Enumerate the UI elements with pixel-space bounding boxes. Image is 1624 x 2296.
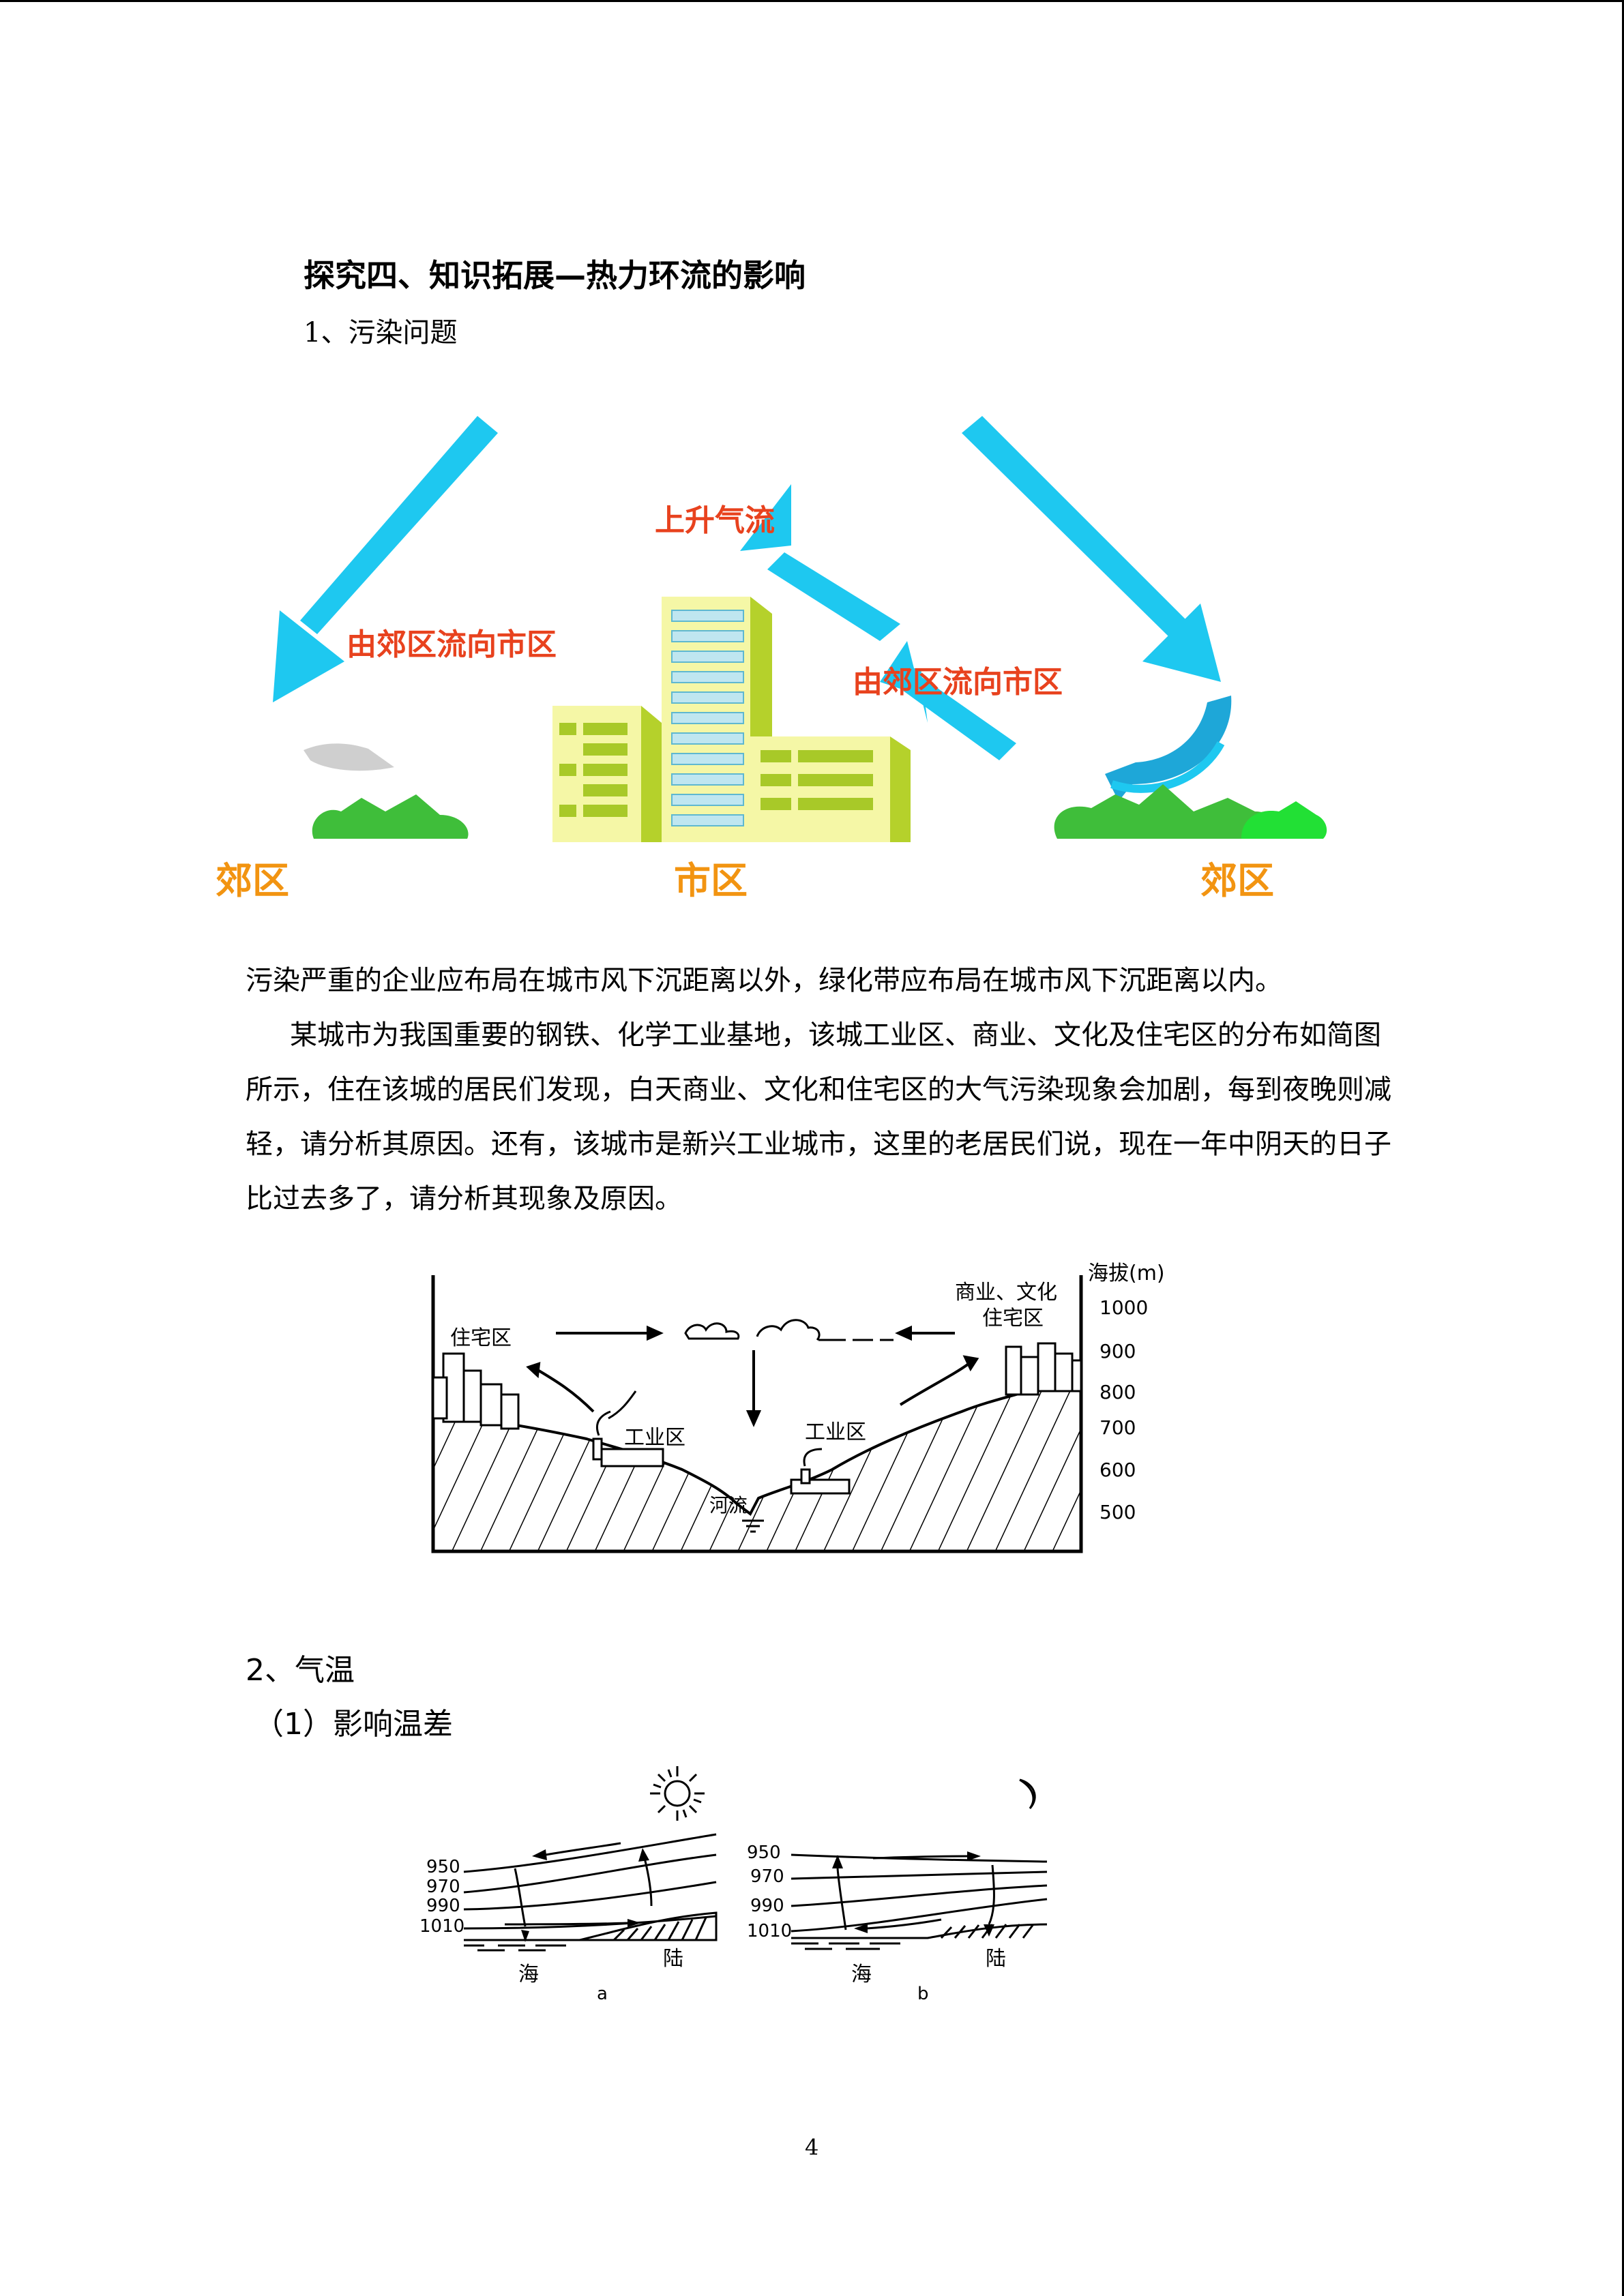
downdraft-arrow-left <box>273 416 498 702</box>
paragraph-pollution-layout: 污染严重的企业应布局在城市风下沉距离以外，绿化带应布局在城市风下沉距离以内。 <box>246 953 1391 1008</box>
label-commercial-line2: 住宅区 <box>982 1307 1044 1330</box>
sea-label-a: 海 <box>518 1963 539 1986</box>
river-mark <box>742 1519 764 1533</box>
altitude-axis-title: 海拔(m) <box>1088 1262 1165 1285</box>
altitude-tick: 900 <box>1099 1340 1136 1362</box>
section-title: 探究四、知识拓展—热力环流的影响 <box>304 257 806 294</box>
valley-cross-section-figure: 住宅区 商业、文化 住宅区 工业区 工业区 河流 海拔(m) 1000 900 … <box>431 1262 1165 1553</box>
label-industrial-right: 工业区 <box>805 1420 866 1444</box>
rising-air-label: 上升气流 <box>655 503 775 538</box>
factory-right <box>790 1448 851 1495</box>
land-label-a: 陆 <box>663 1947 683 1971</box>
terrain <box>432 1372 1082 1553</box>
residential-buildings-right <box>1005 1342 1082 1396</box>
panel-b: 950 970 990 1010 海 陆 b <box>747 1778 1048 2004</box>
altitude-tick: 1000 <box>1099 1296 1148 1319</box>
zone-label-suburb-right: 郊区 <box>1200 859 1274 902</box>
page-border-right <box>1622 0 1624 2296</box>
label-industrial-left: 工业区 <box>624 1426 685 1450</box>
flow-label-right: 由郊区流向市区 <box>853 665 1063 700</box>
label-commercial-line1: 商业、文化 <box>955 1281 1057 1304</box>
factory-left <box>592 1390 664 1467</box>
isobar-label: 990 <box>750 1896 784 1916</box>
zone-label-city: 市区 <box>674 859 748 902</box>
altitude-ticks: 1000 900 800 700 600 500 <box>1099 1296 1148 1523</box>
pollution-cloud <box>684 1319 894 1341</box>
isobar-label: 1010 <box>747 1921 792 1941</box>
subsection-title-pollution: 1、污染问题 <box>304 317 458 348</box>
subsection-title-temp-range: （1）影响温差 <box>254 1707 453 1742</box>
panel-a: 950 970 990 1010 海 陆 a <box>419 1766 718 2004</box>
isobar-label: 950 <box>747 1843 781 1863</box>
rising-air-arrow <box>740 484 900 641</box>
heat-island-figure: 上升气流 由郊区流向市区 由郊区流向市区 郊区 市区 郊区 <box>216 416 1327 902</box>
swirl-left <box>304 743 394 771</box>
sea-label-b: 海 <box>851 1963 872 1986</box>
city-buildings <box>552 597 911 842</box>
hill-right <box>1054 784 1278 839</box>
swirl-arrow-right <box>1105 696 1232 801</box>
paragraph-city-case: 某城市为我国重要的钢铁、化学工业基地，该城工业区、商业、文化及住宅区的分布如简图… <box>246 1008 1391 1226</box>
altitude-tick: 700 <box>1099 1416 1136 1439</box>
hill-left <box>312 794 469 839</box>
page-border-top <box>0 0 1624 2</box>
inflow-arrow-right <box>880 641 1016 760</box>
altitude-tick: 500 <box>1099 1501 1136 1523</box>
page-number: 4 <box>805 2134 819 2160</box>
downdraft-arrow-right <box>962 416 1221 682</box>
altitude-tick: 800 <box>1099 1381 1136 1403</box>
paragraph-1: 污染严重的企业应布局在城市风下沉距离以外，绿化带应布局在城市风下沉距离以内。 <box>246 965 1282 996</box>
airflow-arrows <box>526 1325 979 1427</box>
moon-icon <box>1019 1778 1036 1809</box>
caption-a: a <box>597 1984 608 2004</box>
isobar-label: 950 <box>426 1857 460 1877</box>
isobar-label: 990 <box>426 1896 460 1916</box>
label-river: 河流 <box>709 1494 748 1517</box>
label-residential-left: 住宅区 <box>450 1326 512 1350</box>
zone-label-suburb-left: 郊区 <box>216 859 289 902</box>
isobar-label: 970 <box>426 1877 460 1897</box>
isobar-label: 1010 <box>419 1916 464 1937</box>
flow-label-left: 由郊区流向市区 <box>346 627 557 662</box>
residential-buildings-left <box>432 1352 520 1430</box>
sun-icon <box>650 1766 705 1821</box>
sea-land-breeze-figure: 950 970 990 1010 海 陆 a <box>419 1766 1048 2004</box>
caption-b: b <box>917 1984 929 2004</box>
altitude-tick: 600 <box>1099 1459 1136 1481</box>
land-label-b: 陆 <box>986 1947 1006 1971</box>
isobar-label: 970 <box>750 1866 784 1887</box>
subsection-title-temperature: 2、气温 <box>246 1653 355 1688</box>
paragraph-2: 某城市为我国重要的钢铁、化学工业基地，该城工业区、商业、文化及住宅区的分布如简图… <box>246 1019 1391 1214</box>
